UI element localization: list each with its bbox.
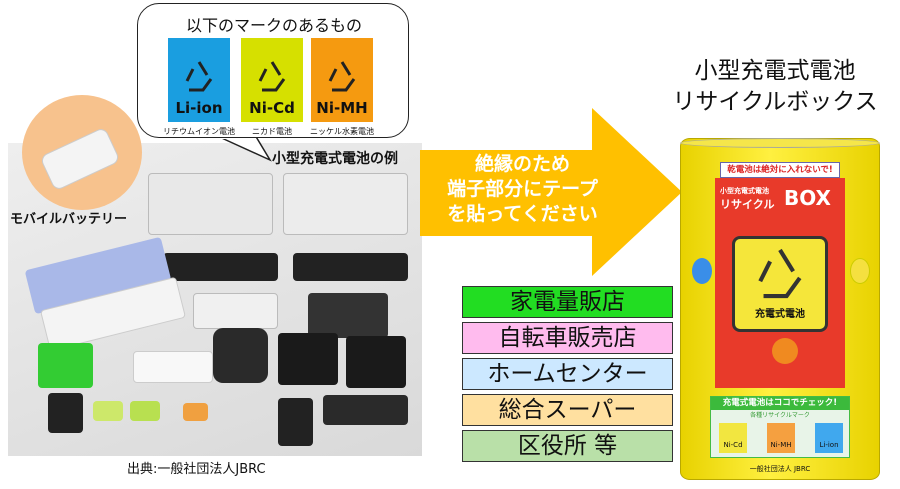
recycle-icon: [258, 61, 286, 92]
pack-battery: [308, 293, 388, 338]
check-title: 充電式電池はココでチェック!: [711, 397, 849, 410]
small-battery: [278, 398, 313, 446]
store-home-center: ホームセンター: [462, 358, 673, 390]
can-mark-nimh: Ni-MH: [767, 423, 795, 453]
small-battery: [93, 401, 123, 421]
tool-battery: [346, 336, 406, 388]
store-ward-office: 区役所 等: [462, 430, 673, 462]
store-bicycle: 自転車販売店: [462, 322, 673, 354]
box-title-line: 小型充電式電池: [694, 58, 856, 84]
box-title: 小型充電式電池 リサイクルボックス: [660, 56, 890, 118]
mascot: [692, 258, 712, 284]
arrow-text: 絶縁のため 端子部分にテープ を貼ってください: [440, 152, 605, 227]
can-center-label: 充電式電池: [755, 309, 805, 320]
mark-code: Ni-Cd: [249, 99, 295, 117]
drill-battery: [213, 328, 268, 383]
ni-cd-mark: Ni-Cd: [241, 38, 303, 122]
mark-name: ニッケル水素電池: [310, 127, 374, 136]
li-ion-mark: Li-ion: [168, 38, 230, 122]
can-org: 一般社団法人 JBRC: [749, 465, 811, 473]
store-electronics: 家電量販店: [462, 286, 673, 318]
can-name: リサイクル: [720, 198, 775, 211]
mascot: [850, 258, 870, 284]
small-battery: [323, 395, 408, 425]
mobile-battery-image: [39, 126, 121, 192]
recycle-box-can: 乾電池は絶対に入れないで! 小型充電式電池 リサイクル BOX 充電式電池 充電…: [680, 138, 880, 480]
bike-battery: [283, 173, 408, 235]
bike-battery: [148, 173, 273, 235]
small-battery: [183, 403, 208, 421]
small-battery: [48, 393, 83, 433]
box-title-line: リサイクルボックス: [672, 89, 878, 115]
mark-code: Li-ion: [175, 99, 223, 117]
pack-battery: [193, 293, 278, 329]
can-box-label: BOX: [784, 186, 831, 210]
mascot: [772, 338, 798, 364]
recycle-mark-bubble: 以下のマークのあるもの Li-ion Ni-Cd Ni-MH リチウムイオン電池…: [137, 3, 409, 138]
tool-battery: [278, 333, 338, 385]
can-mark-liion: Li-ion: [815, 423, 843, 453]
recycle-icon: [328, 61, 356, 92]
arrow-line: 端子部分にテープ: [447, 178, 598, 200]
check-panel: 充電式電池はココでチェック! 各種リサイクルマーク Ni-Cd Ni-MH Li…: [710, 396, 850, 458]
mark-code: Ni-MH: [316, 99, 368, 117]
arrow-line: を貼ってください: [447, 203, 598, 225]
bubble-title: 以下のマークのあるもの: [185, 16, 362, 35]
can-subtitle: 小型充電式電池: [720, 187, 769, 195]
can-mark-nicd: Ni-Cd: [719, 423, 747, 453]
pack-battery: [38, 343, 93, 388]
recycle-icon: [758, 248, 802, 299]
tape-arrow: [420, 108, 682, 276]
mark-name: リチウムイオン電池: [163, 127, 235, 136]
small-battery: [130, 401, 160, 421]
recycle-icon: [185, 61, 213, 92]
store-supermarket: 総合スーパー: [462, 394, 673, 426]
pack-battery: [133, 351, 213, 383]
mark-name: ニカド電池: [252, 127, 292, 136]
warning-banner: 乾電池は絶対に入れないで!: [720, 162, 840, 178]
recycle-panel: 充電式電池: [732, 236, 828, 332]
arrow-line: 絶縁のため: [474, 153, 570, 175]
example-label: 小型充電式電池の例: [272, 151, 398, 167]
laptop-battery: [163, 253, 278, 281]
laptop-battery: [293, 253, 408, 281]
ni-mh-mark: Ni-MH: [311, 38, 373, 122]
mobile-battery-label: モバイルバッテリー: [10, 212, 128, 227]
battery-examples-photo: [8, 143, 422, 456]
photo-credit: 出典:一般社団法人JBRC: [127, 462, 266, 477]
marks-title: 各種リサイクルマーク: [750, 412, 810, 419]
mobile-battery-circle: [22, 95, 142, 210]
